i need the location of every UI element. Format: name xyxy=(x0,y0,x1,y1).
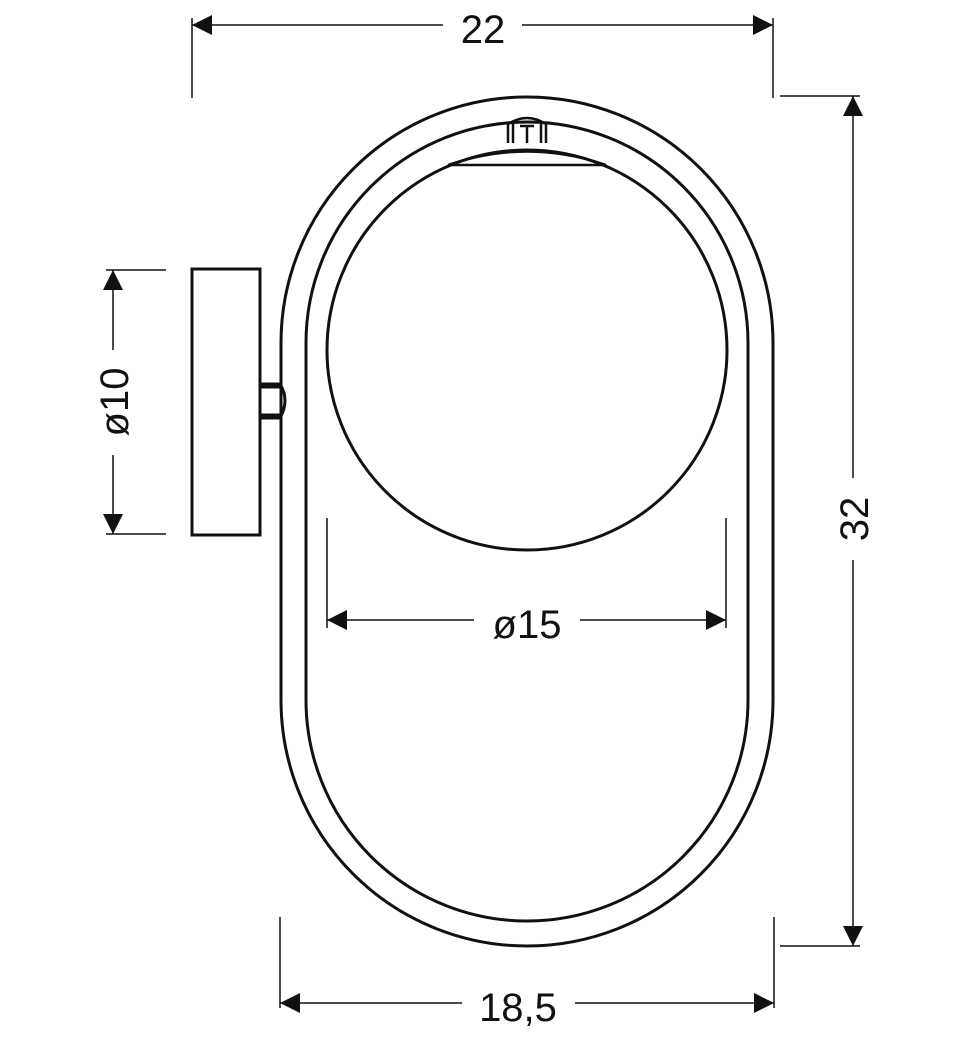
mount-connector xyxy=(260,382,287,420)
dimension-globe-diameter xyxy=(326,518,727,630)
dimension-ring-width xyxy=(279,917,775,1013)
lamp-body xyxy=(190,95,775,948)
globe-shade xyxy=(325,148,729,552)
label-overall-height: 32 xyxy=(833,497,877,542)
lamp-holder-cap xyxy=(506,116,548,143)
dimension-overall-width xyxy=(191,15,774,98)
wall-mount-plate xyxy=(190,267,262,537)
label-ring-width: 18,5 xyxy=(479,986,557,1030)
dimension-mount-diameter xyxy=(103,269,166,535)
inner-oval-ring xyxy=(304,120,750,923)
lamp-holder-plate xyxy=(447,150,607,167)
dimension-overall-height xyxy=(780,95,863,947)
label-mount-diameter: ø10 xyxy=(93,368,137,437)
outer-oval-ring xyxy=(279,95,775,948)
label-globe-diameter: ø15 xyxy=(493,603,562,647)
label-overall-width: 22 xyxy=(461,8,506,52)
